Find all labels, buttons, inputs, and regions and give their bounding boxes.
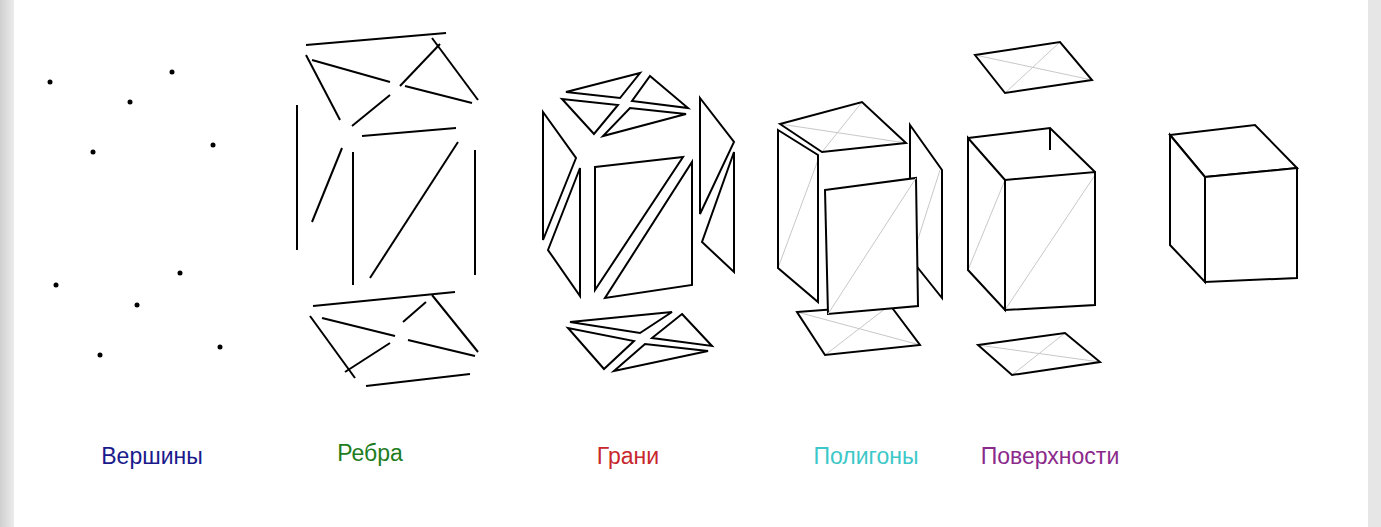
solid-box [1170, 125, 1297, 282]
panel [14, 0, 1368, 527]
caption-label: Ребра [337, 440, 403, 468]
caption-label: Грани [597, 443, 659, 471]
face-triangles [543, 73, 734, 371]
caption-label: Поверхности [981, 443, 1119, 471]
caption-label: Полигоны [814, 443, 919, 471]
panel-edge [0, 0, 14, 527]
vertex-dots [48, 70, 223, 358]
polygon-quads [778, 102, 942, 355]
surface-quads [968, 42, 1100, 375]
caption-label: Вершины [101, 443, 202, 471]
edge-lines [297, 33, 478, 386]
